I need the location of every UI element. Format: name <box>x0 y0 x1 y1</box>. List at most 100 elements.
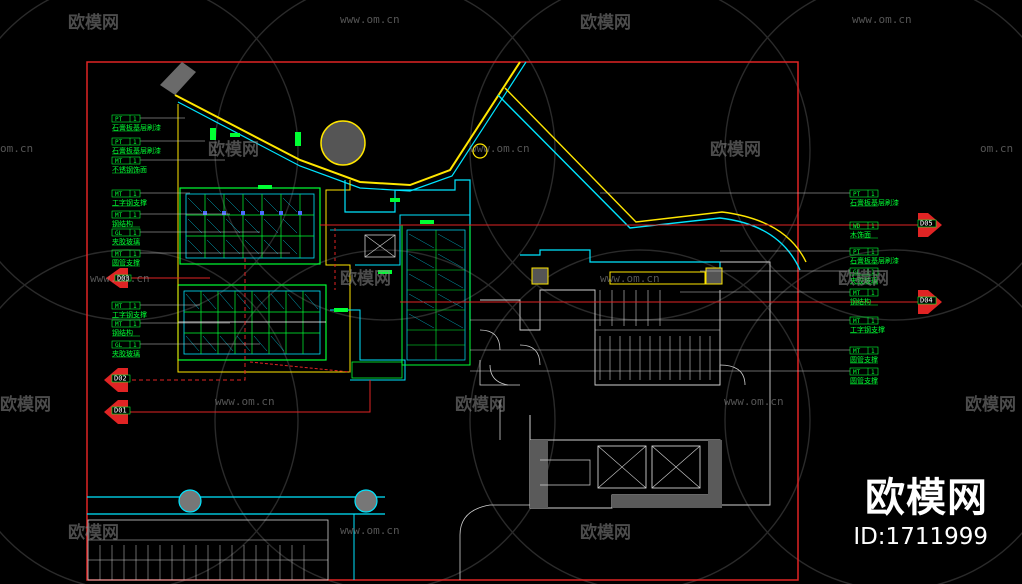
watermark-url: om.cn <box>0 142 33 155</box>
watermark-logo: 欧模网 <box>580 522 631 543</box>
material-note: 钢结构 <box>112 328 133 337</box>
material-note: 石膏板基层刷漆 <box>112 123 161 132</box>
material-number: 1 <box>133 321 137 328</box>
round-column-small <box>472 143 488 159</box>
central-structure <box>177 104 471 381</box>
material-number: 1 <box>133 230 137 237</box>
material-note: 工字钢支撑 <box>850 325 885 334</box>
material-code: GL <box>115 230 123 237</box>
material-note: 不锈钢饰面 <box>112 165 147 174</box>
watermark-url: om.cn <box>980 142 1013 155</box>
material-note: 钢结构 <box>850 297 871 306</box>
material-code: MT <box>853 318 861 325</box>
material-code: MT <box>853 369 861 376</box>
material-note: 圆管支撑 <box>850 376 878 385</box>
material-note: 夹胶玻璃 <box>112 237 140 246</box>
material-number: 1 <box>871 318 875 325</box>
section-marker-d02: D02 <box>104 368 131 392</box>
material-code: PT <box>853 249 861 256</box>
glass-corridor-right <box>401 224 471 366</box>
watermark-logo: 欧模网 <box>208 139 259 160</box>
material-number: 1 <box>871 369 875 376</box>
drawing-frame <box>86 61 799 581</box>
top-left-column <box>160 62 196 95</box>
watermark-url: www.om.cn <box>470 142 530 155</box>
watermark-logo: 欧模网 <box>68 522 119 543</box>
material-code: MT <box>115 212 123 219</box>
material-code: GL <box>115 342 123 349</box>
round-column-large <box>320 120 366 166</box>
brand-id: ID:1711999 <box>853 524 988 550</box>
material-number: 1 <box>871 191 875 198</box>
section-marker-label: D05 <box>920 220 933 228</box>
material-code: MT <box>115 158 123 165</box>
leader-lines <box>140 117 850 372</box>
section-lines <box>125 224 925 413</box>
material-number: 1 <box>871 348 875 355</box>
section-marker-d04: D04 <box>917 290 942 314</box>
material-number: 1 <box>133 251 137 258</box>
glass-room-lower <box>177 284 327 361</box>
material-code: MT <box>115 251 123 258</box>
material-code: GL <box>853 269 861 276</box>
material-code: MT <box>115 321 123 328</box>
material-code: PT <box>115 116 123 123</box>
material-note: 木饰面 <box>850 230 871 239</box>
material-code: MT <box>115 191 123 198</box>
material-number: 1 <box>133 158 137 165</box>
watermark-url: www.om.cn <box>90 272 150 285</box>
glass-room-upper <box>179 187 321 265</box>
watermarks: 欧模网 www.om.cn 欧模网 www.om.cn om.cn 欧模网 ww… <box>0 12 1016 543</box>
material-number: 1 <box>133 212 137 219</box>
material-note: 工字钢支撑 <box>112 198 147 207</box>
section-marker-label: D04 <box>920 297 933 305</box>
curved-facade <box>174 61 807 271</box>
material-number: 1 <box>133 116 137 123</box>
section-marker-label: D01 <box>114 407 127 415</box>
material-note: 夹胶玻璃 <box>112 349 140 358</box>
material-code: MT <box>115 303 123 310</box>
watermark-url: www.om.cn <box>340 524 400 537</box>
watermark-url: www.om.cn <box>724 395 784 408</box>
material-number: 1 <box>871 290 875 297</box>
brand-logo: 欧模网 <box>865 475 988 521</box>
section-marker-d01: D01 <box>104 400 131 424</box>
stair-lobby <box>480 249 771 506</box>
material-note: 夹胶玻璃 <box>850 276 878 285</box>
material-number: 1 <box>133 303 137 310</box>
watermark-logo: 欧模网 <box>455 394 506 415</box>
material-number: 1 <box>133 191 137 198</box>
material-code: WD <box>853 223 861 230</box>
watermark-url: www.om.cn <box>852 13 912 26</box>
material-number: 1 <box>133 342 137 349</box>
material-note: 圆管支撑 <box>112 258 140 267</box>
material-number: 1 <box>871 269 875 276</box>
material-number: 1 <box>871 223 875 230</box>
watermark-logo: 欧模网 <box>580 12 631 33</box>
material-note: 钢结构 <box>112 219 133 228</box>
watermark-logo: 欧模网 <box>965 394 1016 415</box>
section-marker-d05: D05 <box>917 213 942 237</box>
section-marker-label: D03 <box>117 275 130 283</box>
material-code: MT <box>853 348 861 355</box>
door-swings <box>479 329 541 386</box>
bottom-escalator <box>87 489 385 581</box>
